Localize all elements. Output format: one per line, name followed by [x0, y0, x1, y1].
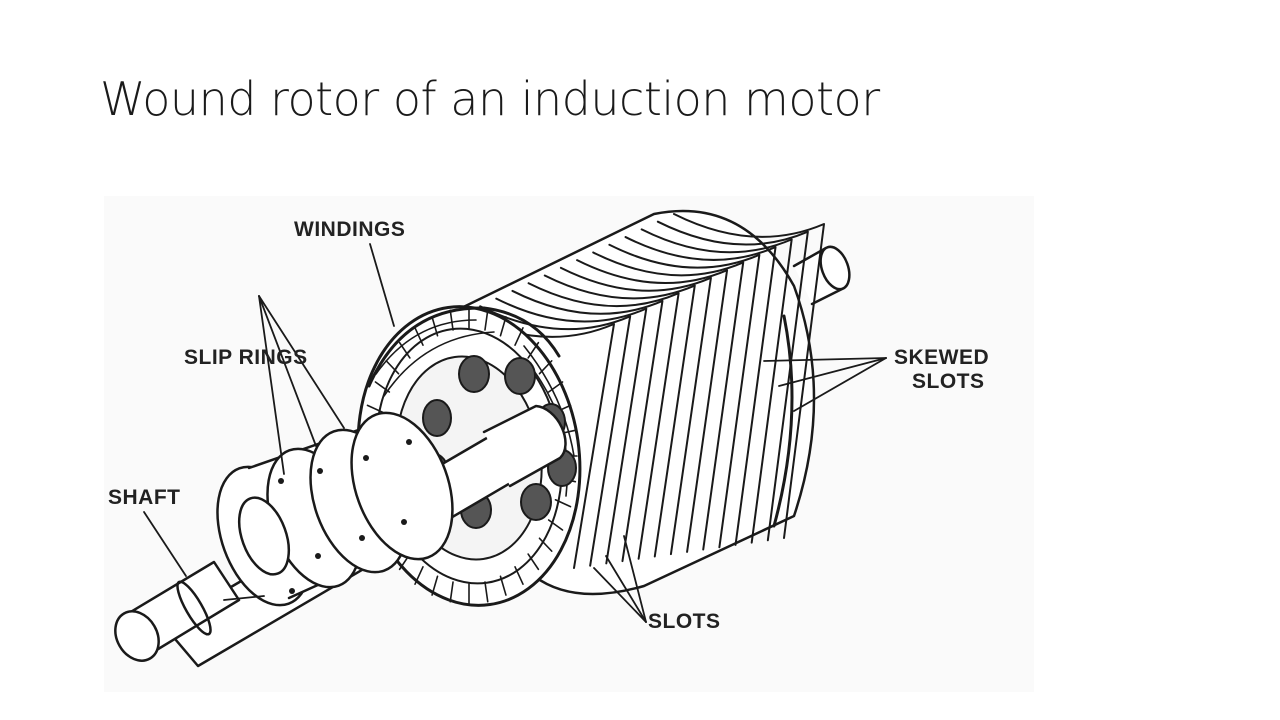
- core-stripe: [656, 220, 809, 542]
- slide-title: Wound rotor of an induction motor: [100, 72, 880, 126]
- core-stripe: [640, 228, 793, 544]
- slot-tooth: [547, 519, 564, 531]
- label-slots: SLOTS: [648, 610, 721, 633]
- slot-tooth: [547, 381, 564, 393]
- slot-tooth: [514, 327, 524, 346]
- slot-tooth: [538, 537, 553, 552]
- label-skewed: SKEWED: [894, 346, 990, 369]
- core-stripe: [527, 282, 680, 560]
- core-stripe: [624, 236, 777, 546]
- slot-tooth: [499, 575, 507, 596]
- label-skewed-slots: SKEWED SLOTS: [894, 346, 989, 394]
- label-skewed-slots-line2: SLOTS: [912, 370, 985, 394]
- core-stripe: [543, 274, 696, 558]
- core-stripe: [495, 297, 648, 565]
- slot-tooth: [499, 316, 507, 337]
- core-stripe: [559, 266, 712, 556]
- leader-lines: [143, 243, 887, 623]
- slot-tooth: [414, 566, 424, 585]
- slot-tooth: [414, 327, 424, 346]
- slot-tooth: [484, 309, 489, 331]
- core-stripe: [576, 259, 729, 553]
- slip-ring-assembly: [216, 411, 454, 607]
- label-windings: WINDINGS: [294, 218, 406, 241]
- right-shaft-stub: [792, 245, 851, 306]
- shaft-end: [114, 560, 241, 662]
- slot-tooth: [514, 566, 524, 585]
- slot-tooth: [449, 309, 454, 331]
- core-stripe: [511, 289, 664, 563]
- rotor-diagram: WINDINGS SLIP RINGS SHAFT SKEWED SLOTS S…: [104, 196, 1034, 692]
- core-stripe: [592, 251, 745, 551]
- core-stripe: [673, 213, 825, 539]
- slot-tooth: [366, 404, 384, 414]
- slot-tooth: [527, 553, 540, 571]
- label-shaft: SHAFT: [108, 486, 181, 509]
- slot-tooth: [527, 341, 540, 359]
- slot-tooth: [431, 575, 439, 596]
- core-stripes: [463, 213, 825, 569]
- core-stripe: [608, 243, 761, 549]
- slot-tooth: [554, 498, 572, 508]
- core-stripe: [479, 305, 632, 567]
- rotor-drawing: [114, 209, 887, 668]
- slot-tooth: [449, 581, 454, 603]
- label-slip-rings: SLIP RINGS: [184, 346, 308, 369]
- slot-tooth: [484, 581, 489, 603]
- slot-tooth: [385, 360, 400, 375]
